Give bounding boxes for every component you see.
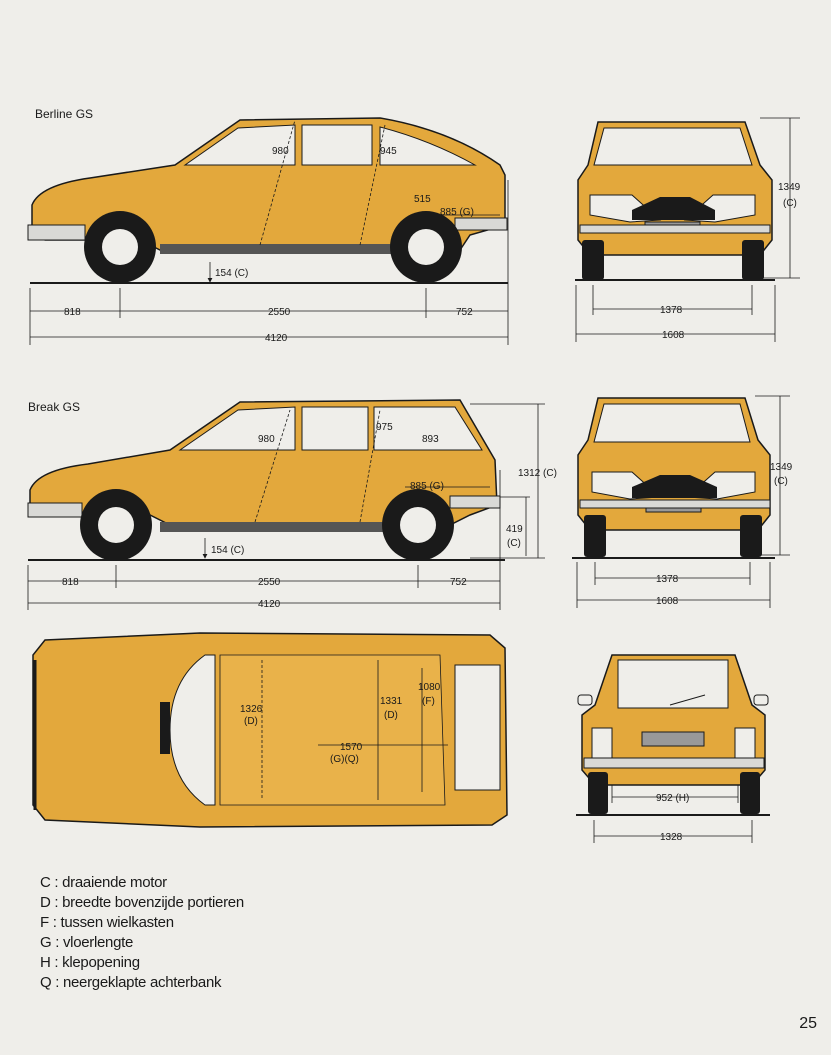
dim-berline-front-1608: 1608 xyxy=(662,330,685,341)
dim-break-818: 818 xyxy=(62,577,79,588)
dim-berline-885: 885 (G) xyxy=(440,207,474,218)
dim-berline-945: 945 xyxy=(380,146,397,157)
dim-top-1326d: (D) xyxy=(244,716,258,727)
dim-break-752: 752 xyxy=(450,577,467,588)
dim-berline-front-1349: 1349 xyxy=(778,182,801,193)
dim-top-1570: 1570 xyxy=(340,742,363,753)
dim-berline-980: 980 xyxy=(272,146,289,157)
dim-berline-front-1349c: (C) xyxy=(783,198,797,209)
dim-break-419: 419 xyxy=(506,524,523,535)
caption-break: Break GS xyxy=(28,400,81,414)
dim-break-893: 893 xyxy=(422,434,439,445)
break-rear-view: 952 (H) 1328 xyxy=(576,654,770,843)
caption-berline: Berline GS xyxy=(35,107,94,121)
dim-top-1570g: (G)(Q) xyxy=(330,754,359,765)
dim-break-4120: 4120 xyxy=(258,599,281,610)
dim-break-154: 154 (C) xyxy=(211,545,244,556)
dim-rear-1328: 1328 xyxy=(660,832,683,843)
dim-top-1331d: (D) xyxy=(384,710,398,721)
berline-side-view: 980 945 515 885 (G) 154 (C) 818 2550 752… xyxy=(27,117,509,345)
legend-item-c: C : draaiende motor xyxy=(40,874,167,891)
dim-berline-4120: 4120 xyxy=(265,333,288,344)
legend: C : draaiende motor D : breedte bovenzij… xyxy=(40,873,244,993)
dim-top-1326: 1326 xyxy=(240,704,263,715)
dim-berline-752: 752 xyxy=(456,307,473,318)
dim-berline-front-1378: 1378 xyxy=(660,305,683,316)
legend-item-q: Q : neergeklapte achterbank xyxy=(40,974,222,991)
dim-rear-952: 952 (H) xyxy=(656,793,689,804)
dim-break-975: 975 xyxy=(376,422,393,433)
dim-break-2550: 2550 xyxy=(258,577,281,588)
break-front-view: 1349 (C) 1378 1608 xyxy=(572,395,793,608)
dim-break-1312: 1312 (C) xyxy=(518,468,557,479)
dim-berline-154: 154 (C) xyxy=(215,268,248,279)
dim-break-front-1378: 1378 xyxy=(656,574,679,585)
dim-berline-818: 818 xyxy=(64,307,81,318)
legend-item-f: F : tussen wielkasten xyxy=(40,914,174,931)
dim-break-front-1349: 1349 xyxy=(770,462,793,473)
dim-top-1080f: (F) xyxy=(422,696,435,707)
dim-break-front-1349c: (C) xyxy=(774,476,788,487)
dim-break-front-1608: 1608 xyxy=(656,596,679,607)
legend-item-g: G : vloerlengte xyxy=(40,934,134,951)
break-side-view: 980 975 893 885 (G) 1312 (C) 419 (C) 154… xyxy=(27,399,557,610)
dim-berline-515: 515 xyxy=(414,194,431,205)
dim-break-980: 980 xyxy=(258,434,275,445)
dim-break-419c: (C) xyxy=(507,538,521,549)
dim-top-1080: 1080 xyxy=(418,682,441,693)
dim-top-1331: 1331 xyxy=(380,696,403,707)
berline-front-view: 1349 (C) 1378 1608 xyxy=(575,117,801,342)
legend-item-d: D : breedte bovenzijde portieren xyxy=(40,894,244,911)
break-top-view: 1326 (D) 1331 (D) 1080 (F) 1570 (G)(Q) xyxy=(32,632,508,828)
page-number: 25 xyxy=(799,1015,817,1032)
dim-break-885: 885 (G) xyxy=(410,481,444,492)
legend-item-h: H : klepopening xyxy=(40,954,140,971)
dim-berline-2550: 2550 xyxy=(268,307,291,318)
